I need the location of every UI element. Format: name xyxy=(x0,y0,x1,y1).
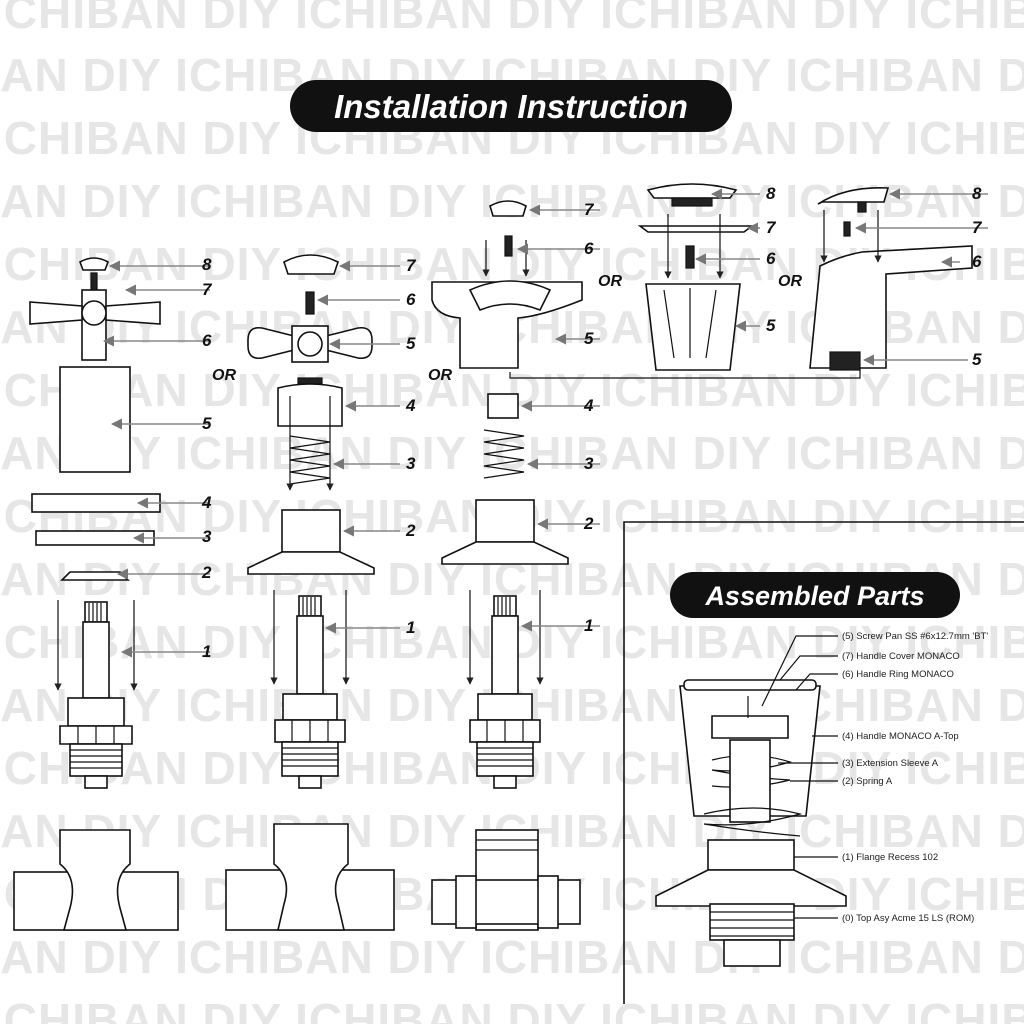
callout-1: 1 xyxy=(584,616,593,635)
lever-cover xyxy=(817,187,890,213)
callout-6: 6 xyxy=(202,331,212,350)
watermark-row: ICHIBAN DIY ICHIBAN DIY ICHIBAN DIY ICHI… xyxy=(0,0,1024,38)
column-2-exploded-view: 7 6 5 4 3 2 1 xyxy=(225,254,417,931)
column-5-exploded-view: 8 7 6 5 xyxy=(809,184,988,371)
watermark-row: ICHIBAN DIY ICHIBAN DIY ICHIBAN DIY ICHI… xyxy=(0,931,1024,983)
screw xyxy=(504,235,513,257)
union-fitting xyxy=(431,829,581,931)
valve-stem xyxy=(59,601,133,789)
callout-4: 4 xyxy=(405,396,416,415)
assembled-leaders xyxy=(761,635,838,919)
handle-cap xyxy=(79,257,109,271)
column-4-exploded-view: 8 7 6 5 xyxy=(637,183,777,371)
assembled-title: Assembled Parts xyxy=(704,581,924,611)
handle-ring xyxy=(637,225,755,233)
handle-cap xyxy=(489,200,527,217)
screw xyxy=(685,245,695,269)
callout-8: 8 xyxy=(972,184,982,203)
handle-cap xyxy=(283,254,339,275)
callout-6: 6 xyxy=(406,290,416,309)
screw xyxy=(843,221,851,237)
callout-4: 4 xyxy=(583,396,594,415)
callout-7: 7 xyxy=(766,218,777,237)
watermark-row: ICHIBAN DIY ICHIBAN DIY ICHIBAN DIY ICHI… xyxy=(0,994,1024,1024)
callout-5: 5 xyxy=(972,350,982,369)
callout-1: 1 xyxy=(202,642,211,661)
tee-fitting xyxy=(225,823,395,931)
callout-3: 3 xyxy=(406,454,416,473)
or-label: OR xyxy=(778,273,802,290)
assembled-label-top-asy: (0) Top Asy Acme 15 LS (ROM) xyxy=(842,913,974,924)
shower-handle xyxy=(431,280,583,369)
callout-6: 6 xyxy=(972,252,982,271)
page-title: Installation Instruction xyxy=(334,88,688,125)
callout-8: 8 xyxy=(202,255,212,274)
column-3-exploded-view: 7 6 5 4 3 2 1 xyxy=(431,200,861,931)
or-label: OR xyxy=(598,273,622,290)
assembled-label-handle-cover: (7) Handle Cover MONACO xyxy=(842,651,960,662)
screw xyxy=(90,272,98,292)
callout-2: 2 xyxy=(583,514,594,533)
callout-5: 5 xyxy=(202,414,212,433)
assembled-label-spring: (2) Spring A xyxy=(842,776,893,787)
assembled-label-handle-ring: (6) Handle Ring MONACO xyxy=(842,669,954,680)
tee-fitting xyxy=(13,829,179,931)
callout-7: 7 xyxy=(202,280,213,299)
screw xyxy=(305,291,315,315)
callout-3: 3 xyxy=(202,527,212,546)
sleeve xyxy=(59,366,131,473)
lever-handle xyxy=(247,325,373,363)
assembled-parts-panel: Assembled Parts (5) Screw Pan SS xyxy=(623,521,1024,1004)
assembled-label-handle: (4) Handle MONACO A-Top xyxy=(842,731,959,742)
lever-handle-body xyxy=(809,245,973,369)
splined-insert xyxy=(829,351,861,371)
flange xyxy=(441,499,569,565)
callout-7: 7 xyxy=(972,218,983,237)
callout-6: 6 xyxy=(766,249,776,268)
assembled-label-extension-sleeve: (3) Extension Sleeve A xyxy=(842,758,939,769)
assembled-label-screw: (5) Screw Pan SS #6x12.7mm 'BT' xyxy=(842,631,988,642)
callout-8: 8 xyxy=(766,184,776,203)
callout-4: 4 xyxy=(201,493,212,512)
flange xyxy=(247,509,375,575)
assembled-title-pill xyxy=(670,572,960,618)
title-pill: Installation Instruction xyxy=(290,80,732,132)
callout-2: 2 xyxy=(201,563,212,582)
callout-5: 5 xyxy=(584,329,594,348)
callout-1: 1 xyxy=(406,618,415,637)
or-label: OR xyxy=(212,367,236,384)
fluted-handle xyxy=(645,283,741,371)
callout-2: 2 xyxy=(405,521,416,540)
callout-3: 3 xyxy=(584,454,594,473)
handle-body xyxy=(277,377,343,427)
assembled-valve-drawing xyxy=(655,679,847,967)
column-1-exploded-view: 8 7 6 5 4 3 2 1 xyxy=(13,255,213,931)
spring xyxy=(483,429,525,479)
callout-6: 6 xyxy=(584,239,594,258)
callout-5: 5 xyxy=(766,316,776,335)
callout-7: 7 xyxy=(584,200,595,219)
extension-sleeve xyxy=(487,393,519,419)
valve-stem xyxy=(469,595,541,789)
valve-stem xyxy=(274,595,346,789)
callout-7: 7 xyxy=(406,256,417,275)
callout-5: 5 xyxy=(406,334,416,353)
assembled-label-flange: (1) Flange Recess 102 xyxy=(842,852,938,863)
or-label: OR xyxy=(428,367,452,384)
cross-handle xyxy=(29,289,161,361)
